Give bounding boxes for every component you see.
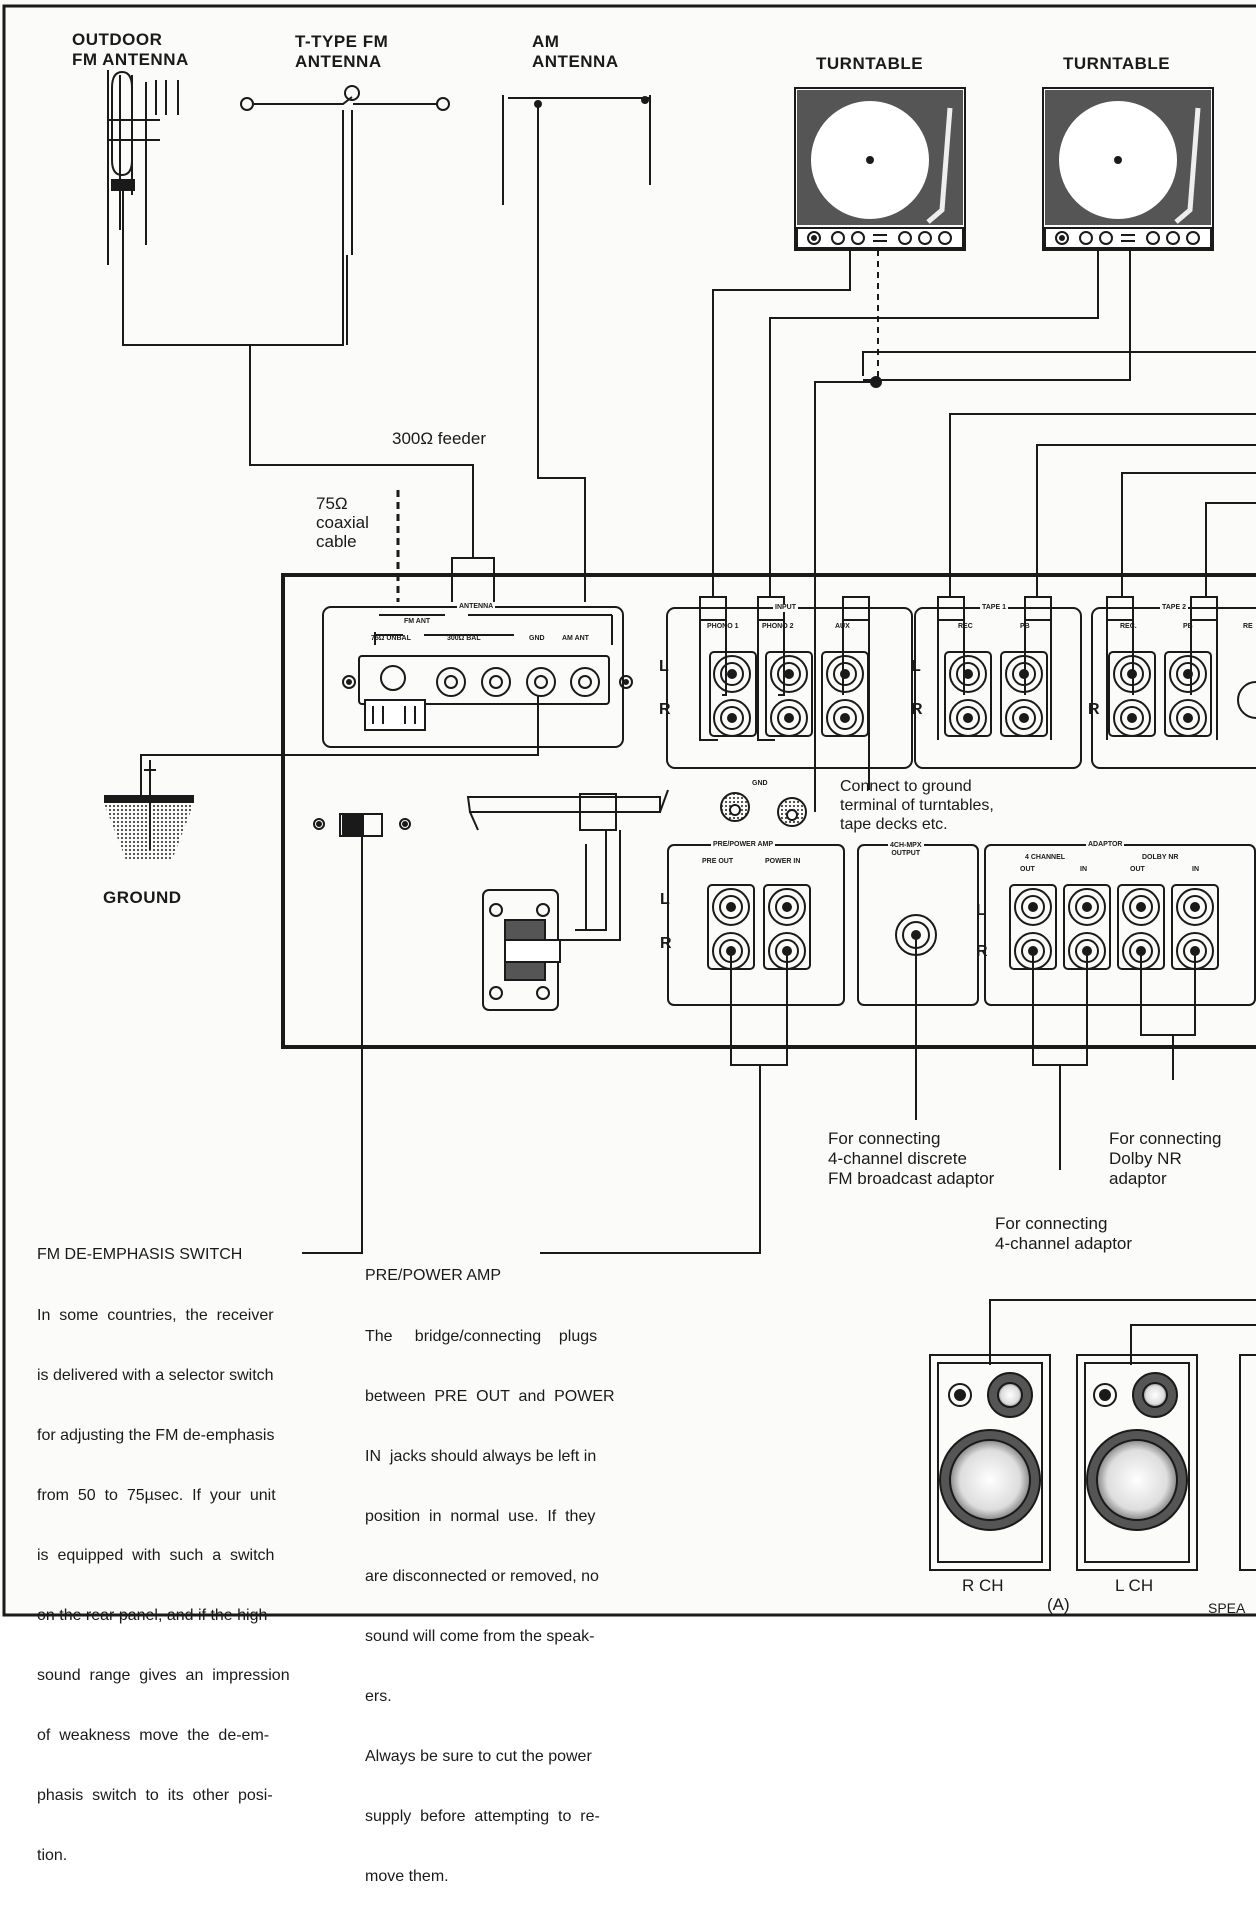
fm-ant-label: FM ANT: [402, 618, 433, 626]
turntable-label-left: TURNTABLE: [816, 54, 924, 73]
speaker-caption: SPEA: [1208, 1600, 1246, 1616]
channel-r-label: R: [1088, 701, 1100, 718]
dolby-in-label: IN: [1192, 866, 1199, 873]
channel-l-label: L: [911, 658, 921, 675]
tape2-pb-label: PB: [1183, 623, 1193, 630]
power-in-label: POWER IN: [765, 858, 801, 865]
turntable-left-drawing: [794, 87, 966, 251]
diagram-drawing: [2, 4, 1256, 1617]
tape2-re-label: RE: [1243, 623, 1253, 630]
pre-power-panel-title: PRE/POWER AMP: [711, 841, 776, 849]
pre-power-note-body: The bridge/connecting plugs between PRE …: [365, 1328, 615, 1885]
turntable-right-drawing: [1042, 87, 1214, 251]
channel-l-label: L: [976, 902, 986, 919]
am-ant-terminal-label: AM ANT: [562, 635, 589, 642]
speaker-l-label: L CH: [1115, 1576, 1154, 1595]
antenna-panel-title: ANTENNA: [457, 603, 496, 611]
adaptor-in-label: IN: [1080, 866, 1087, 873]
tape1-panel-title: TAPE 1: [980, 604, 1008, 612]
ground-symbol-drawing: [104, 760, 194, 860]
fm-deemphasis-title: FM DE-EMPHASIS SWITCH: [37, 1246, 243, 1263]
input-jack-panel: [666, 596, 913, 790]
figure-label: (A): [1047, 1595, 1070, 1614]
dolby-out-label: OUT: [1130, 866, 1145, 873]
channel-l-label: L: [660, 891, 670, 908]
gnd-terminals-drawing: [720, 792, 807, 827]
tape1-jack-panel: [914, 596, 1082, 769]
speaker-l-drawing: [1076, 1354, 1198, 1571]
ground-label: GROUND: [103, 888, 182, 907]
am-antenna-drawing: [502, 95, 651, 602]
adaptor-panel-title: ADAPTOR: [1086, 841, 1125, 849]
tape2-rec-label: REC.: [1120, 623, 1137, 630]
tape1-rec-label: REC: [958, 623, 973, 630]
phono1-label: PHONO 1: [707, 623, 739, 630]
channel-r-label: R: [976, 943, 988, 960]
dolby-nr-group-label: DOLBY NR: [1142, 854, 1179, 861]
tape2-jack-panel: [1091, 596, 1256, 769]
t-type-fm-antenna-drawing: [240, 85, 450, 345]
channel-r-label: R: [660, 935, 672, 952]
four-channel-group-label: 4 CHANNEL: [1025, 854, 1066, 861]
tape1-pb-label: PB: [1020, 623, 1030, 630]
mpx-output-panel: [857, 844, 979, 1120]
channel-l-label: L: [659, 658, 669, 675]
input-panel-title: INPUT: [773, 604, 798, 612]
input-jacks: [709, 651, 869, 737]
de-emphasis-switch-drawing: [302, 813, 411, 1254]
pre-power-note-title: PRE/POWER AMP: [365, 1267, 502, 1284]
gnd-terminal-label: GND: [529, 635, 545, 642]
adaptor-jack-panel: [984, 844, 1256, 1170]
pre-power-jack-panel: [540, 844, 845, 1254]
channel-r-label: R: [911, 701, 923, 718]
speaker-r-drawing: [929, 1354, 1051, 1571]
channel-r-label: R: [659, 701, 671, 718]
gnd-terminal-title: GND: [752, 780, 768, 787]
power-cord-drawing: [466, 789, 669, 1011]
speaker-r-label: R CH: [962, 1576, 1004, 1595]
adaptor-out-label: OUT: [1020, 866, 1035, 873]
turntable-label-right: TURNTABLE: [1063, 54, 1171, 73]
pre-out-label: PRE OUT: [702, 858, 734, 865]
outdoor-fm-antenna-drawing: [107, 70, 344, 346]
fm-deemphasis-body: In some countries, the receiver is deliv…: [37, 1307, 290, 1864]
aux-label: AUX: [835, 623, 850, 630]
t75-label: 75Ω UNBAL: [371, 635, 411, 642]
phono2-label: PHONO 2: [762, 623, 794, 630]
feeder-300-label: 300Ω feeder: [392, 429, 486, 448]
t300-label: 300Ω BAL: [447, 635, 481, 642]
tape2-panel-title: TAPE 2: [1160, 604, 1188, 612]
